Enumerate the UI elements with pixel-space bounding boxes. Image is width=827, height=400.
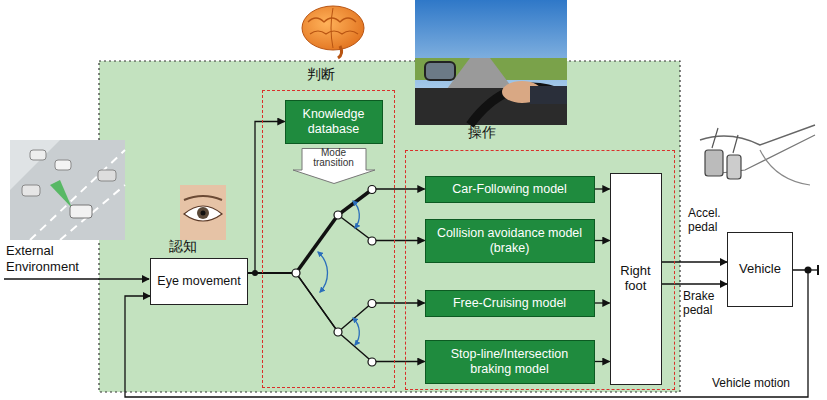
stage-heading: 操作 [468,124,496,140]
switch-arc [353,318,359,345]
green-region [99,61,680,392]
connector [595,188,610,189]
connector [662,261,728,262]
output-terminal [817,265,819,275]
box-text: Car-Following model [452,182,567,196]
connector [248,122,285,274]
output-terminal [808,269,818,270]
connector [248,273,425,362]
connector [595,302,610,303]
box-text: Knowledge database [291,107,377,136]
box-text: Eye movement [157,274,240,288]
junction-dot [252,270,258,276]
selected-switch [296,215,338,273]
foot-box: Right foot [610,173,662,385]
box-text: Free-Cruising model [453,296,566,310]
box-text: Vehicle [739,262,781,277]
switch-arc [318,252,327,292]
input-arrow [4,278,149,279]
box-text: Right foot [616,264,656,294]
connector [595,240,610,241]
brain-icon [302,6,364,58]
block-arrow: Mode transition [292,148,376,184]
road-image [10,140,125,240]
group-region: 判断Knowledge databaseMode transition [262,90,395,388]
model-box: Stop-line/Intersection braking model [425,340,595,384]
vehicle-box: Vehicle [727,232,793,307]
process-box: 認知Eye movement [150,258,248,305]
pedal-label: Accel. pedal [688,206,726,235]
model-box: Car-Following model [425,176,595,203]
switch-contacts [292,186,376,367]
model-box: Collision avoidance model (brake) [425,219,595,263]
model-box: Free-Cruising model [425,290,595,317]
box-text: Collision avoidance model (brake) [431,226,589,255]
group-region: 操作Car-Following modelCollision avoidance… [405,150,675,390]
connector [595,361,610,362]
connector [248,273,425,332]
box-text: Mode transition [303,148,365,169]
pedal-label: Brake pedal [683,289,723,318]
driver-photo [415,0,567,125]
knowledge-box: Knowledge database [285,100,383,144]
input-label: External Environment [6,243,116,274]
connector [248,189,425,273]
stage-heading: 判断 [307,66,335,82]
box-text: Stop-line/Intersection braking model [431,347,589,376]
switch-arc [353,201,359,228]
eye-image [180,185,226,240]
connector [662,283,728,284]
connector [248,215,425,273]
stage-heading: 認知 [169,238,197,254]
pedal-sketch [688,118,825,210]
output-label: Vehicle motion [712,376,807,390]
